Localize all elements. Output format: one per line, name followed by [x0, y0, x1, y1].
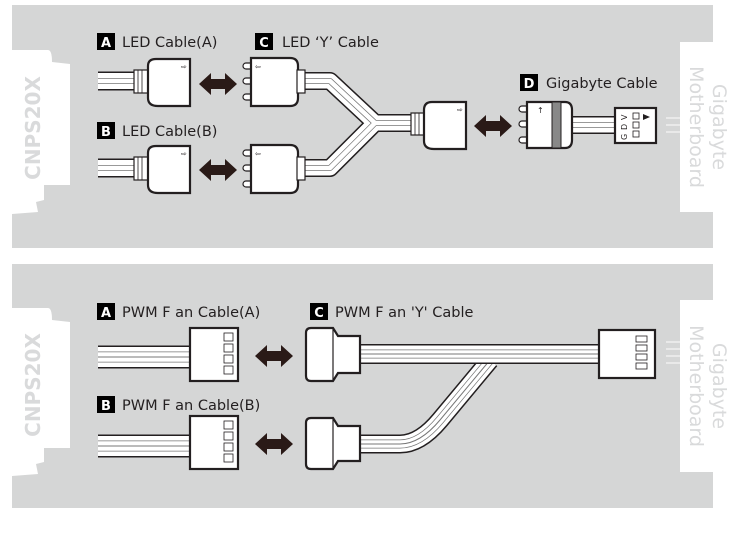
led-y-cable-wire	[300, 72, 420, 177]
svg-text:Gigabyte Cable: Gigabyte Cable	[546, 76, 658, 92]
svg-text:C: C	[259, 36, 269, 51]
pwm-y-connector-top	[304, 326, 362, 383]
svg-text:C: C	[314, 306, 324, 321]
label-pwm-fan-cable-b: B PWM F an Cable(B)	[97, 396, 260, 414]
cnps20x-cooler-shape	[12, 50, 70, 214]
svg-text:PWM F an Cable(A): PWM F an Cable(A)	[122, 305, 260, 321]
direction-arrow-icon: ⇨	[181, 63, 187, 71]
motherboard-label-line2: Motherboard	[685, 66, 707, 188]
label-led-y-cable: C LED ‘Y’ Cable	[255, 33, 379, 51]
svg-text:LED Cable(A): LED Cable(A)	[122, 35, 217, 51]
label-led-cable-b: B LED Cable(B)	[97, 122, 217, 140]
svg-text:B: B	[101, 125, 111, 140]
pwm-y-connector-bottom	[304, 416, 362, 471]
svg-text:LED ‘Y’ Cable: LED ‘Y’ Cable	[282, 35, 379, 51]
pwm-y-cable-wire	[358, 344, 600, 454]
pin1-marker-icon	[643, 114, 650, 120]
label-pwm-fan-cable-a: A PWM F an Cable(A)	[97, 303, 260, 321]
svg-text:D: D	[524, 77, 535, 92]
cnps20x-cooler-shape	[12, 308, 70, 476]
motherboard-header-pins	[666, 341, 680, 364]
label-led-cable-a: A LED Cable(A)	[97, 33, 217, 51]
led-y-connector-bottom: ⇦	[242, 143, 306, 195]
motherboard-label-line2: Motherboard	[685, 325, 707, 447]
direction-arrow-icon: ↑	[537, 106, 544, 115]
svg-text:PWM F an 'Y' Cable: PWM F an 'Y' Cable	[335, 305, 474, 321]
motherboard-shape	[680, 300, 754, 472]
cnps20x-label: CNPS20X	[21, 76, 45, 180]
motherboard-header-pins	[666, 117, 680, 133]
led-cables	[98, 71, 620, 178]
led-connector-b: ⇨	[133, 144, 192, 195]
motherboard-label-line1: Gigabyte	[708, 343, 730, 429]
svg-text:PWM F an Cable(B): PWM F an Cable(B)	[122, 398, 260, 414]
motherboard-shape	[680, 42, 754, 212]
svg-text:B: B	[101, 399, 111, 414]
direction-arrow-icon: ⇦	[255, 150, 261, 158]
motherboard-label: Motherboard Gigabyte	[685, 66, 730, 188]
led-y-connector-merged: ⇨	[410, 100, 468, 151]
direction-arrow-icon: ⇦	[255, 63, 261, 71]
pin-label-d: D	[620, 124, 629, 130]
label-gigabyte-cable: D Gigabyte Cable	[520, 74, 658, 92]
motherboard-label-line1: Gigabyte	[708, 84, 730, 170]
direction-arrow-icon: ⇨	[181, 150, 187, 158]
pwm-y-connector-end	[597, 328, 657, 380]
led-y-connector-top: ⇦	[242, 56, 306, 108]
svg-text:LED Cable(B): LED Cable(B)	[122, 124, 217, 140]
cnps20x-label: CNPS20X	[21, 333, 45, 437]
pwm-panel: CNPS20X Motherboard Gigabyte A PWM F an …	[12, 264, 754, 508]
pin-label-v: V	[620, 114, 629, 120]
svg-text:A: A	[101, 306, 111, 321]
gigabyte-connector: ↑	[518, 100, 574, 150]
pwm-connector-b	[188, 414, 240, 471]
led-connector-a: ⇨	[133, 57, 192, 108]
motherboard-label: Motherboard Gigabyte	[685, 325, 730, 447]
gigabyte-plug: G D V	[613, 106, 658, 145]
pwm-panel-background	[12, 264, 713, 508]
pin-label-g: G	[620, 134, 629, 140]
pwm-connector-a	[188, 326, 240, 383]
led-panel: CNPS20X Motherboard Gigabyte A LED Cable…	[12, 5, 754, 248]
direction-arrow-icon: ⇨	[457, 106, 463, 114]
label-pwm-fan-y-cable: C PWM F an 'Y' Cable	[310, 303, 474, 321]
pwm-cables	[98, 344, 600, 458]
svg-text:A: A	[101, 36, 111, 51]
